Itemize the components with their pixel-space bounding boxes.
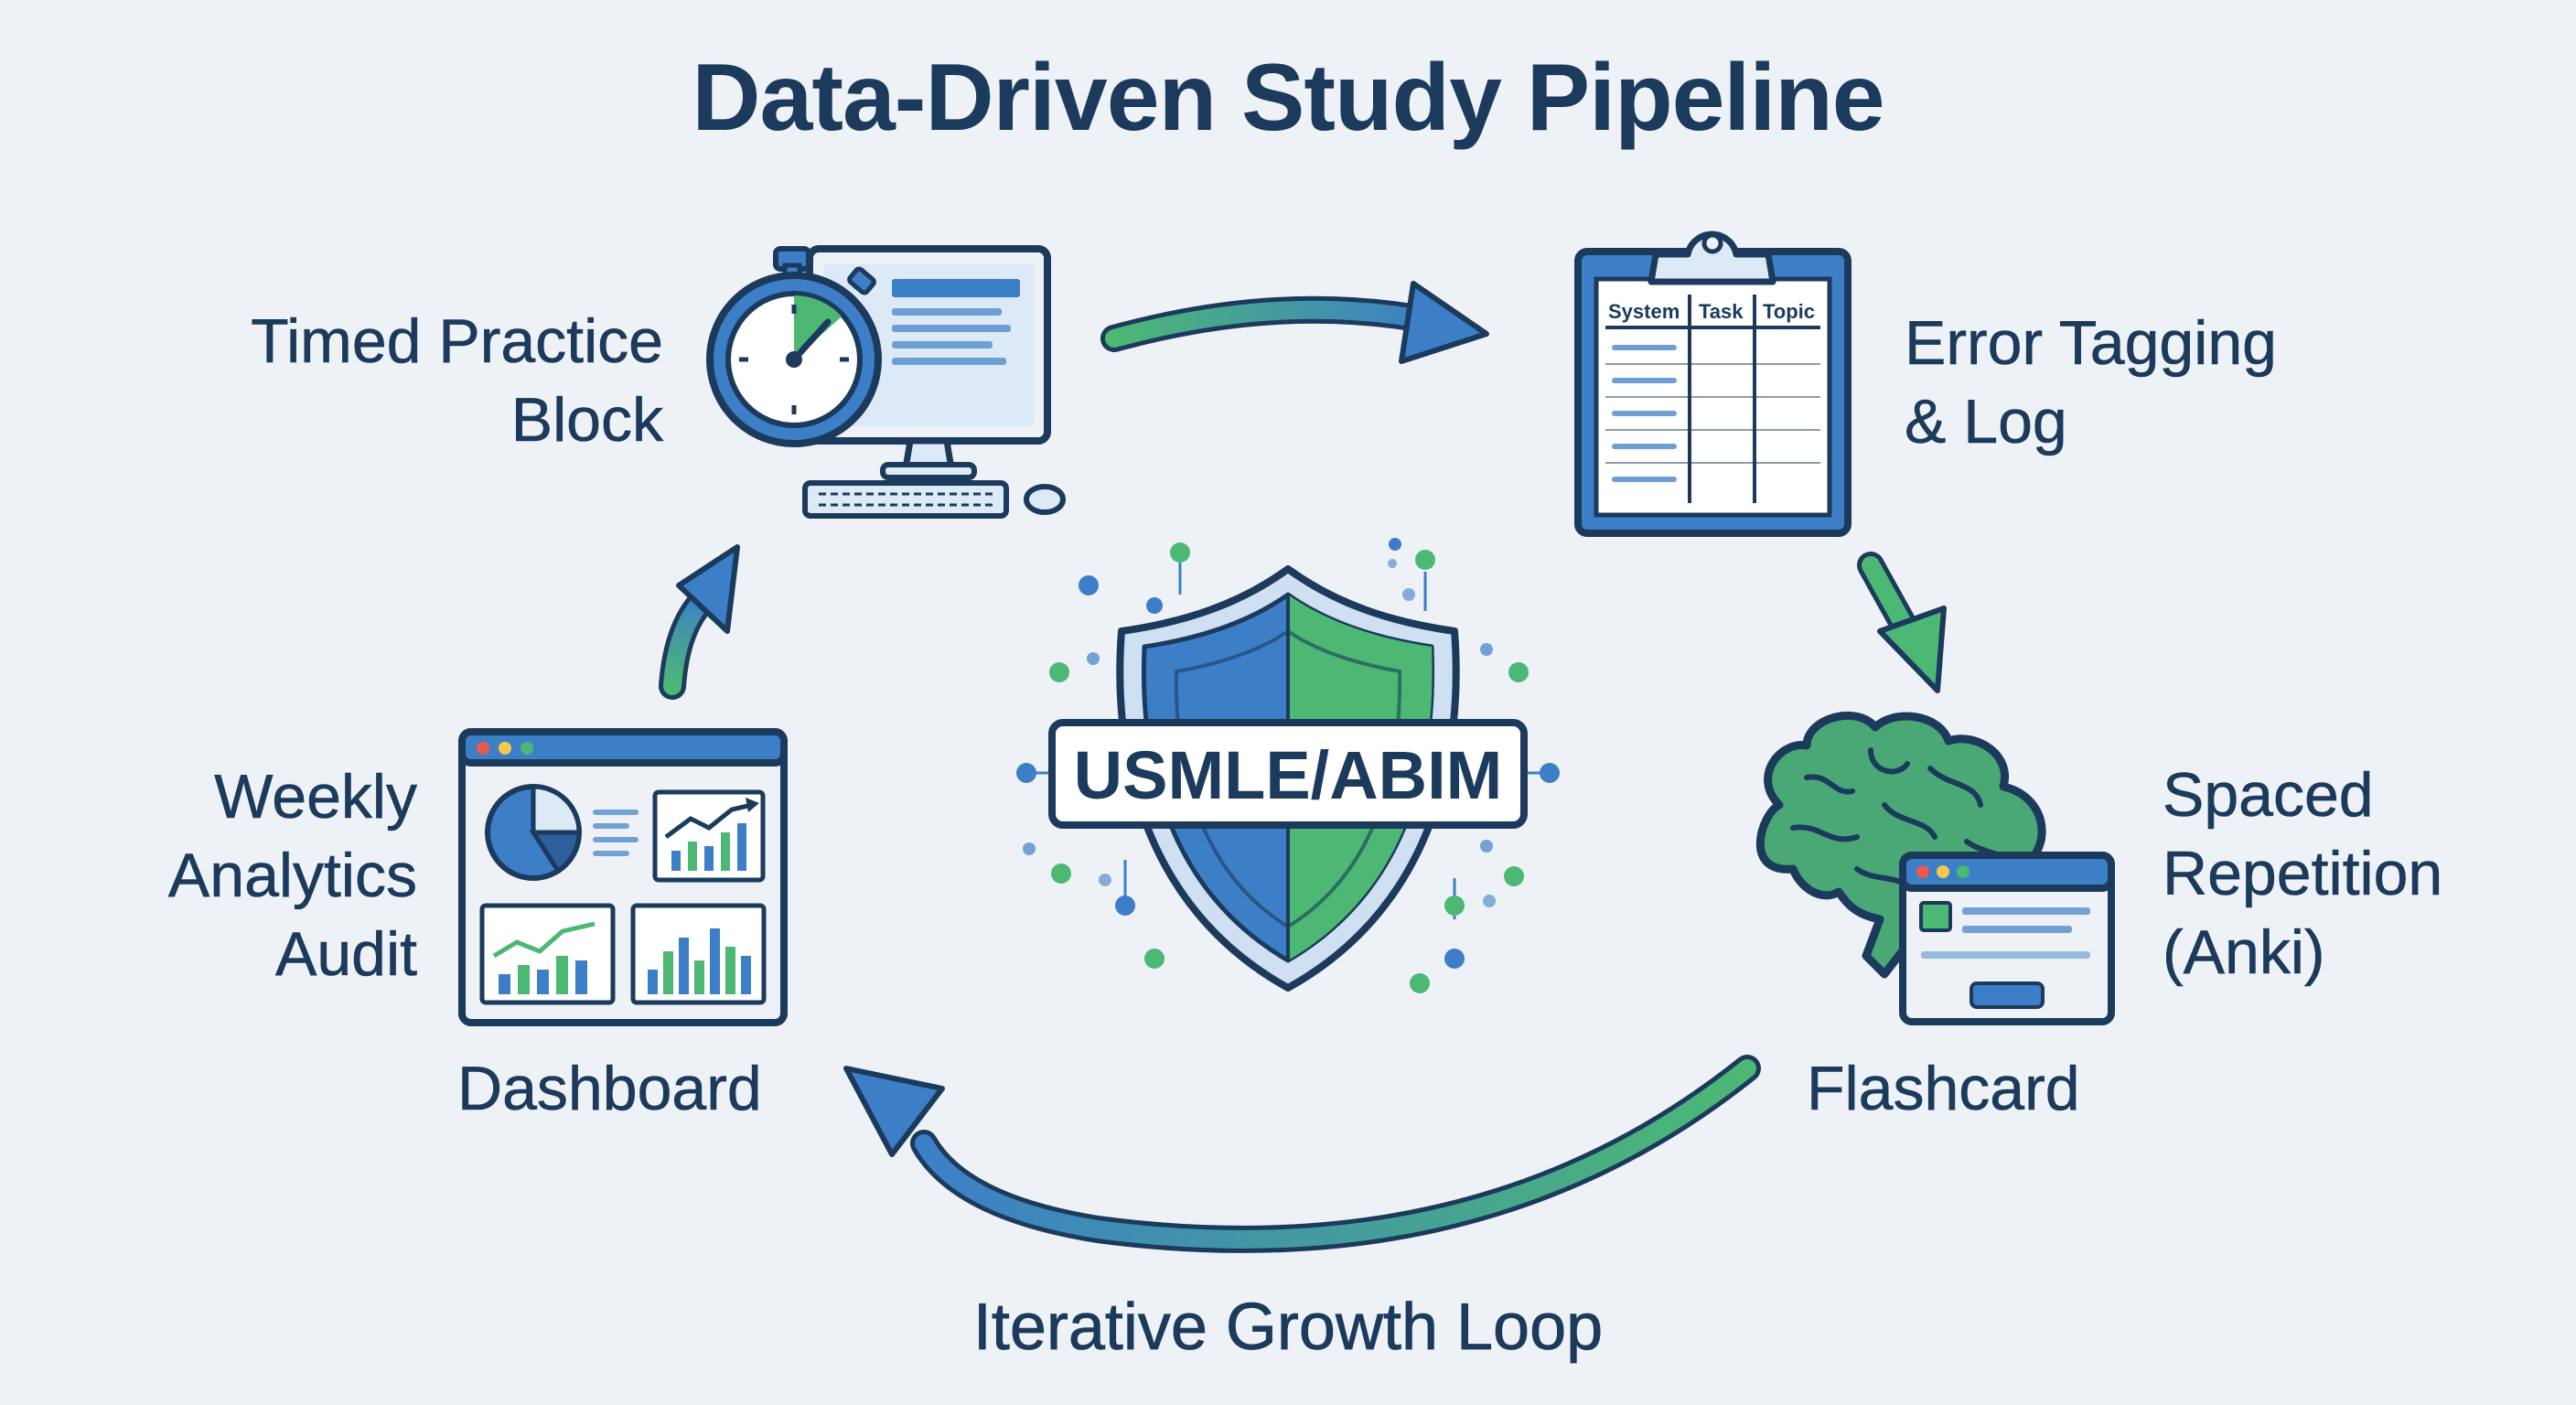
spaced-repetition-label-line3: (Anki) [2163,917,2325,988]
arrow-tagging-to-repetition [1857,552,1947,693]
flashcard-caption: Flashcard [1807,1054,2080,1124]
monitor-stopwatch-icon [706,245,1066,519]
data-dots-decoration [1016,538,1560,993]
spaced-repetition-label: Spaced Repetition (Anki) [2163,756,2443,992]
brain-flashcard-icon [1755,711,2115,1025]
weekly-audit-label-line3: Audit [275,919,418,990]
weekly-audit-label-line2: Analytics [167,841,418,911]
analytics-dashboard-icon [458,728,788,1026]
arrow-repetition-to-audit [843,1055,1761,1253]
timed-practice-label-line2: Block [510,385,663,456]
arrow-practice-to-tagging [1100,281,1489,364]
weekly-audit-label-line1: Weekly [214,762,417,832]
timed-practice-label: Timed Practice Block [128,302,664,459]
error-tagging-label-line2: & Log [1905,387,2067,457]
timed-practice-label-line1: Timed Practice [251,306,664,377]
diagram-title: Data-Driven Study Pipeline [692,45,1884,151]
error-tagging-label: Error Tagging & Log [1905,304,2278,461]
spaced-repetition-label-line1: Spaced [2163,760,2374,831]
log-header-system: System [1608,300,1680,323]
spaced-repetition-label-line2: Repetition [2163,839,2443,909]
footer-caption: Iterative Growth Loop [972,1291,1604,1365]
log-header-topic: Topic [1763,300,1815,323]
arrow-audit-to-practice [659,544,740,700]
log-header-task: Task [1699,300,1744,323]
weekly-audit-label: Weekly Analytics Audit [91,757,418,993]
error-tagging-label-line1: Error Tagging [1905,308,2278,379]
clipboard-log-icon: System Task Topic [1574,231,1852,537]
badge-text: USMLE/ABIM [1074,737,1503,813]
usmle-abim-badge: USMLE/ABIM [1048,719,1528,829]
dashboard-caption: Dashboard [457,1054,762,1124]
